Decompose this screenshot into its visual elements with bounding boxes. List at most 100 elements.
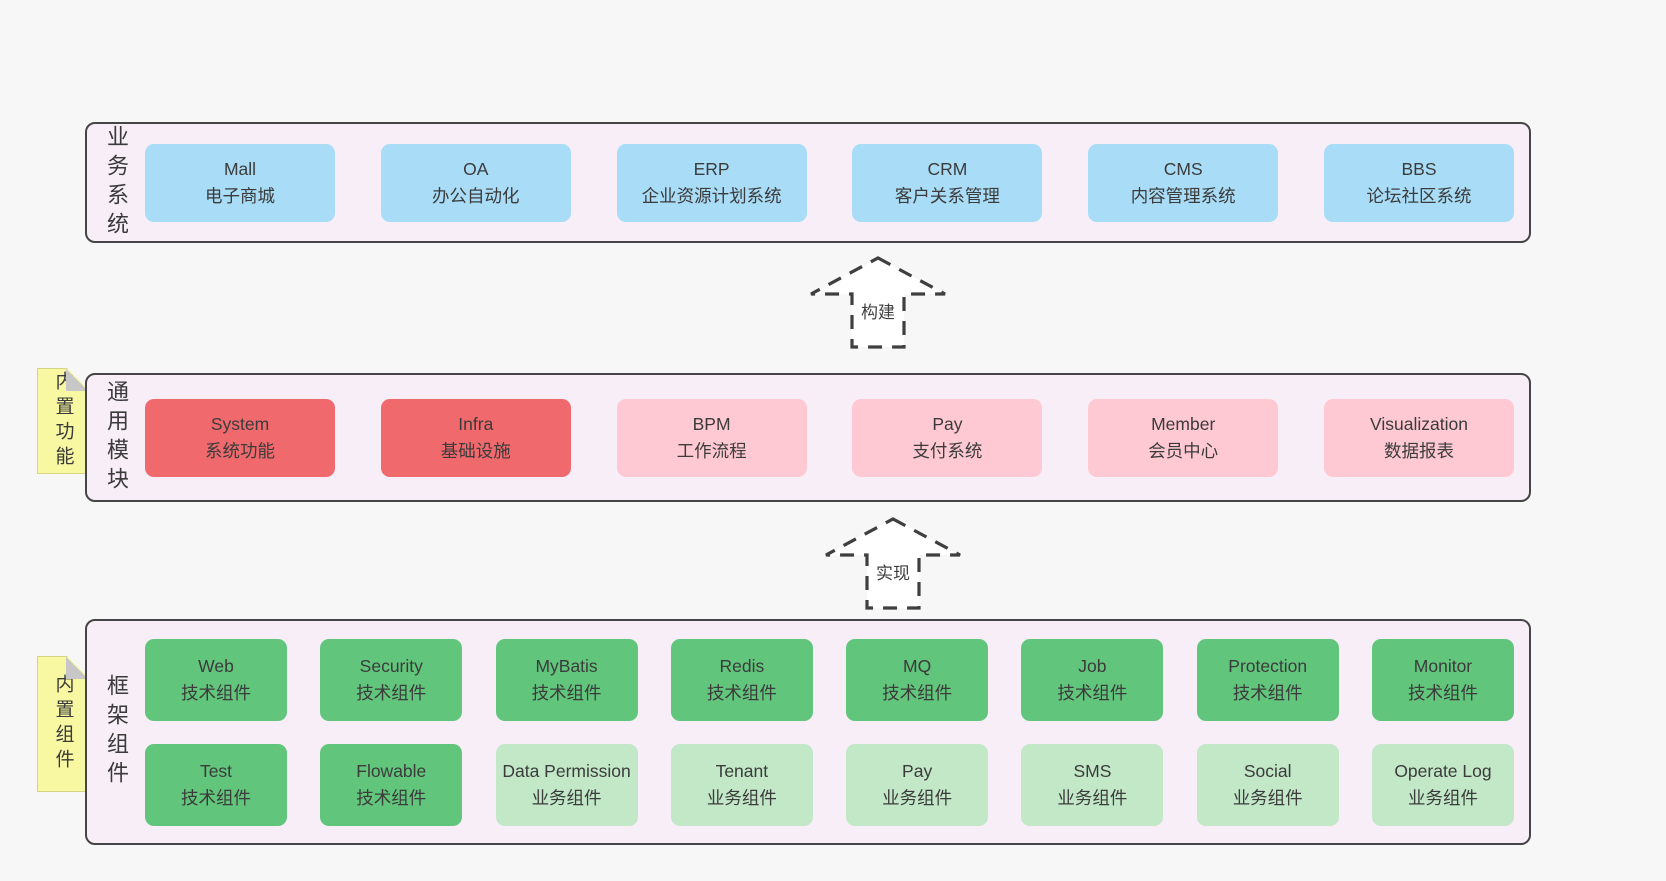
box-subtitle: 电子商城 bbox=[205, 185, 275, 206]
box-test: Test 技术组件 bbox=[145, 743, 287, 826]
box-title: CRM bbox=[927, 159, 968, 180]
box-sms: SMS 业务组件 bbox=[1021, 743, 1164, 826]
box-member: Member 会员中心 bbox=[1088, 398, 1279, 477]
box-social: Social 业务组件 bbox=[1196, 743, 1339, 826]
box-title: Social bbox=[1243, 761, 1292, 782]
box-erp: ERP 企业资源计划系统 bbox=[616, 143, 807, 222]
box-operate-log: Operate Log 业务组件 bbox=[1371, 743, 1514, 826]
box-title: Pay bbox=[932, 414, 963, 435]
box-bbs: BBS 论坛社区系统 bbox=[1323, 143, 1514, 222]
box-subtitle: 业务组件 bbox=[1232, 787, 1303, 808]
box-title: Infra bbox=[458, 414, 494, 435]
box-subtitle: 数据报表 bbox=[1383, 440, 1454, 461]
box-subtitle: 业务组件 bbox=[706, 787, 777, 808]
box-subtitle: 业务组件 bbox=[1057, 787, 1128, 808]
box-subtitle: 技术组件 bbox=[356, 787, 427, 808]
box-infra: Infra 基础设施 bbox=[380, 398, 571, 477]
box-title: BBS bbox=[1401, 159, 1437, 180]
common-modules-row: System 系统功能 Infra 基础设施 BPM 工作流程 Pay 支付系统… bbox=[145, 375, 1529, 500]
box-title: Web bbox=[198, 656, 234, 677]
box-data-permission: Data Permission 业务组件 bbox=[495, 743, 638, 826]
box-subtitle: 工作流程 bbox=[676, 440, 747, 461]
box-mybatis: MyBatis 技术组件 bbox=[495, 638, 638, 721]
box-protection: Protection 技术组件 bbox=[1196, 638, 1339, 721]
box-title: Test bbox=[199, 761, 233, 782]
build-arrow-label: 构建 bbox=[858, 297, 898, 324]
box-title: Redis bbox=[719, 656, 765, 677]
box-subtitle: 基础设施 bbox=[440, 440, 511, 461]
box-title: Tenant bbox=[715, 761, 769, 782]
box-subtitle: 技术组件 bbox=[531, 682, 602, 703]
panel-label-framework-components: 框架组件 bbox=[104, 674, 129, 790]
box-title: System bbox=[210, 414, 270, 435]
sticky-note-label: 内置功能 bbox=[52, 371, 74, 471]
box-crm: CRM 客户关系管理 bbox=[852, 143, 1043, 222]
box-subtitle: 办公自动化 bbox=[432, 185, 520, 206]
box-subtitle: 系统功能 bbox=[205, 440, 275, 461]
framework-row-1: Web 技术组件 Security 技术组件 MyBatis 技术组件 Redi… bbox=[145, 638, 1514, 721]
box-subtitle: 技术组件 bbox=[706, 682, 777, 703]
box-mq: MQ 技术组件 bbox=[846, 638, 989, 721]
box-visualization: Visualization 数据报表 bbox=[1323, 398, 1514, 477]
panel-label-common-modules: 通用模块 bbox=[104, 379, 129, 496]
box-subtitle: 技术组件 bbox=[181, 682, 251, 703]
box-security: Security 技术组件 bbox=[320, 638, 463, 721]
box-title: Protection bbox=[1228, 656, 1308, 677]
box-subtitle: 技术组件 bbox=[356, 682, 427, 703]
build-arrow: 构建 bbox=[808, 255, 948, 350]
business-systems-panel: 业务系统 Mall 电子商城 OA 办公自动化 ERP 企业资源计划系统 CRM… bbox=[85, 122, 1531, 243]
box-bpm: BPM 工作流程 bbox=[616, 398, 807, 477]
box-subtitle: 技术组件 bbox=[882, 682, 953, 703]
box-pay-module: Pay 支付系统 bbox=[852, 398, 1043, 477]
box-subtitle: 技术组件 bbox=[1232, 682, 1303, 703]
box-redis: Redis 技术组件 bbox=[670, 638, 813, 721]
box-title: MyBatis bbox=[535, 656, 598, 677]
box-title: OA bbox=[463, 159, 489, 180]
box-title: CMS bbox=[1163, 159, 1203, 180]
box-title: Mall bbox=[223, 159, 257, 180]
box-title: Data Permission bbox=[502, 761, 631, 782]
box-tenant: Tenant 业务组件 bbox=[670, 743, 813, 826]
box-title: ERP bbox=[693, 159, 730, 180]
box-title: Monitor bbox=[1413, 656, 1473, 677]
box-title: Member bbox=[1151, 414, 1216, 435]
box-subtitle: 企业资源计划系统 bbox=[641, 185, 782, 206]
box-monitor: Monitor 技术组件 bbox=[1371, 638, 1514, 721]
framework-components-panel: 框架组件 Web 技术组件 Security 技术组件 MyBatis 技术组件… bbox=[85, 619, 1531, 845]
panel-label-business-systems: 业务系统 bbox=[104, 124, 129, 241]
box-mall: Mall 电子商城 bbox=[145, 143, 335, 222]
common-modules-panel: 通用模块 System 系统功能 Infra 基础设施 BPM 工作流程 Pay… bbox=[85, 373, 1531, 502]
implement-arrow: 实现 bbox=[823, 516, 963, 611]
box-job: Job 技术组件 bbox=[1021, 638, 1164, 721]
implement-arrow-label: 实现 bbox=[873, 558, 913, 585]
box-subtitle: 会员中心 bbox=[1148, 440, 1219, 461]
box-flowable: Flowable 技术组件 bbox=[320, 743, 463, 826]
box-title: Job bbox=[1078, 656, 1107, 677]
box-subtitle: 内容管理系统 bbox=[1130, 185, 1236, 206]
sticky-note-label: 内置组件 bbox=[52, 674, 74, 774]
box-title: Visualization bbox=[1370, 414, 1468, 435]
box-pay-component: Pay 业务组件 bbox=[846, 743, 989, 826]
box-subtitle: 技术组件 bbox=[1057, 682, 1128, 703]
box-system: System 系统功能 bbox=[145, 398, 335, 477]
box-subtitle: 客户关系管理 bbox=[894, 185, 1000, 206]
box-subtitle: 技术组件 bbox=[181, 787, 251, 808]
box-oa: OA 办公自动化 bbox=[380, 143, 571, 222]
box-subtitle: 支付系统 bbox=[912, 440, 983, 461]
box-web: Web 技术组件 bbox=[145, 638, 287, 721]
box-title: Flowable bbox=[356, 761, 427, 782]
box-cms: CMS 内容管理系统 bbox=[1088, 143, 1279, 222]
sticky-note-built-in-functions: 内置功能 bbox=[37, 368, 89, 474]
box-title: Pay bbox=[902, 761, 933, 782]
box-subtitle: 业务组件 bbox=[531, 787, 602, 808]
box-subtitle: 技术组件 bbox=[1407, 682, 1478, 703]
business-systems-row: Mall 电子商城 OA 办公自动化 ERP 企业资源计划系统 CRM 客户关系… bbox=[145, 124, 1529, 241]
framework-row-2: Test 技术组件 Flowable 技术组件 Data Permission … bbox=[145, 743, 1514, 826]
box-subtitle: 论坛社区系统 bbox=[1366, 185, 1472, 206]
box-title: SMS bbox=[1073, 761, 1112, 782]
box-subtitle: 业务组件 bbox=[882, 787, 953, 808]
box-title: BPM bbox=[692, 414, 731, 435]
framework-components-rows: Web 技术组件 Security 技术组件 MyBatis 技术组件 Redi… bbox=[145, 621, 1529, 843]
box-title: Security bbox=[359, 656, 423, 677]
box-title: Operate Log bbox=[1394, 761, 1492, 782]
